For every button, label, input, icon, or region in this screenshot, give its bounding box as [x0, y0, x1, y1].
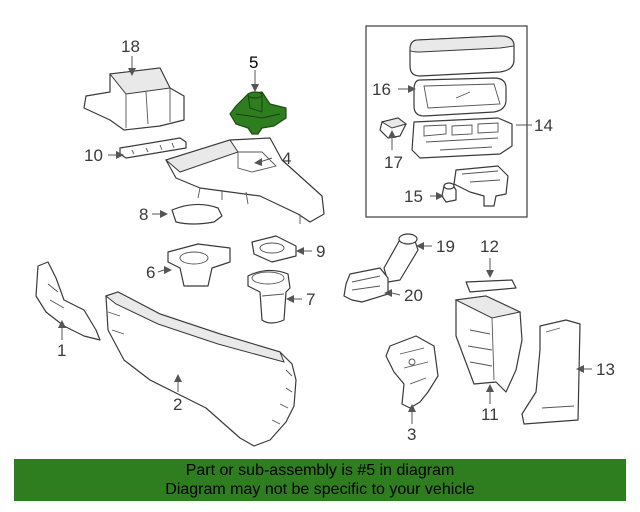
part-8-plate[interactable] [171, 203, 223, 225]
part-10-trim[interactable] [119, 137, 187, 159]
part-17[interactable] [379, 117, 408, 139]
part-20-switch[interactable] [343, 267, 389, 303]
parts-diagram: 18 5 10 4 8 6 7 9 19 20 12 13 11 3 2 1 1… [35, 25, 615, 447]
callout-2: 2 [173, 395, 182, 414]
part-2-console-body[interactable] [104, 291, 297, 447]
callout-19: 19 [436, 237, 455, 256]
callout-10: 10 [84, 146, 103, 165]
callout-12: 12 [480, 237, 499, 256]
callout-15: 15 [404, 187, 423, 206]
part-19-knob[interactable] [383, 233, 419, 283]
part-16-lid[interactable] [409, 35, 515, 77]
part-7-cup[interactable] [247, 269, 291, 324]
part-14-tray[interactable] [411, 117, 513, 159]
callout-16: 16 [372, 80, 391, 99]
footer-banner: Part or sub-assembly is #5 in diagram Di… [14, 459, 626, 501]
part-11-box[interactable] [454, 295, 523, 393]
part-18-cover[interactable] [83, 67, 185, 131]
part-16-pad[interactable] [413, 77, 507, 117]
leader-lines [58, 56, 592, 424]
footer-line-1: Part or sub-assembly is #5 in diagram [185, 462, 455, 479]
part-12-pad[interactable] [465, 279, 517, 293]
callout-18: 18 [121, 37, 140, 56]
part-9-ring[interactable] [251, 235, 297, 263]
callout-8: 8 [139, 205, 148, 224]
callout-9: 9 [316, 242, 325, 261]
part-3-bracket[interactable] [385, 335, 439, 409]
part-6-cup-holder[interactable] [167, 243, 231, 287]
part-4-upper-panel[interactable] [164, 137, 325, 224]
part-13-side-panel[interactable] [521, 319, 581, 425]
callout-13: 13 [596, 360, 615, 379]
part-15-latch[interactable] [453, 165, 509, 207]
callout-20: 20 [404, 286, 423, 305]
callout-1: 1 [57, 341, 66, 360]
part-15-knob[interactable] [441, 182, 457, 203]
callout-11: 11 [481, 405, 499, 424]
callout-17: 17 [384, 153, 403, 172]
part-1-end-panel[interactable] [35, 261, 101, 341]
callout-14: 14 [534, 116, 553, 135]
callout-5: 5 [249, 53, 258, 72]
part-5-shift-boot[interactable] [229, 91, 287, 135]
callout-3: 3 [407, 425, 416, 444]
callout-6: 6 [146, 263, 155, 282]
footer-line-2: Diagram may not be specific to your vehi… [165, 481, 475, 498]
callout-7: 7 [306, 290, 315, 309]
callout-4: 4 [282, 149, 291, 168]
